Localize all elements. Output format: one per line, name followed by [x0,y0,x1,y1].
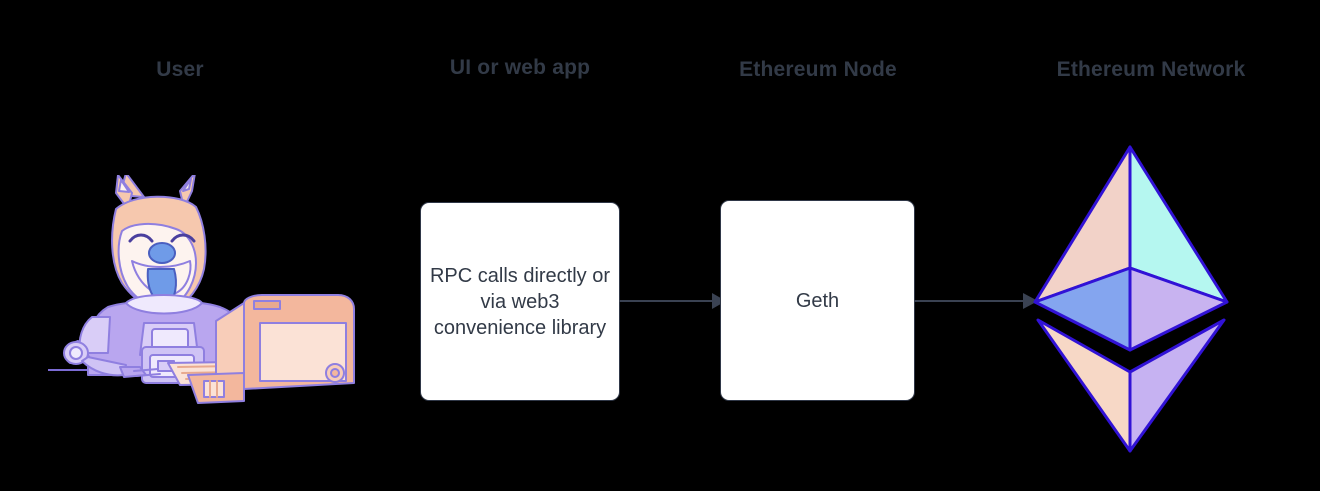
arrow-rpc-to-geth [619,293,726,309]
column-heading-user: User [156,58,204,81]
node-geth-box[interactable]: Geth [720,200,915,401]
doge-user-illustration [48,175,355,404]
arrow-geth-to-network [914,293,1038,309]
ethereum-diamond-logo [1033,145,1229,453]
column-heading-ethereum-network: Ethereum Network [1056,58,1246,81]
node-rpc-calls-box[interactable]: RPC calls directly or via web3 convenien… [420,202,620,401]
node-rpc-calls-label: RPC calls directly or via web3 convenien… [429,264,611,339]
column-heading-ui-or-web-app: UI or web app [449,56,591,79]
column-heading-ethereum-node: Ethereum Node [739,58,897,81]
node-geth-label: Geth [795,289,840,312]
